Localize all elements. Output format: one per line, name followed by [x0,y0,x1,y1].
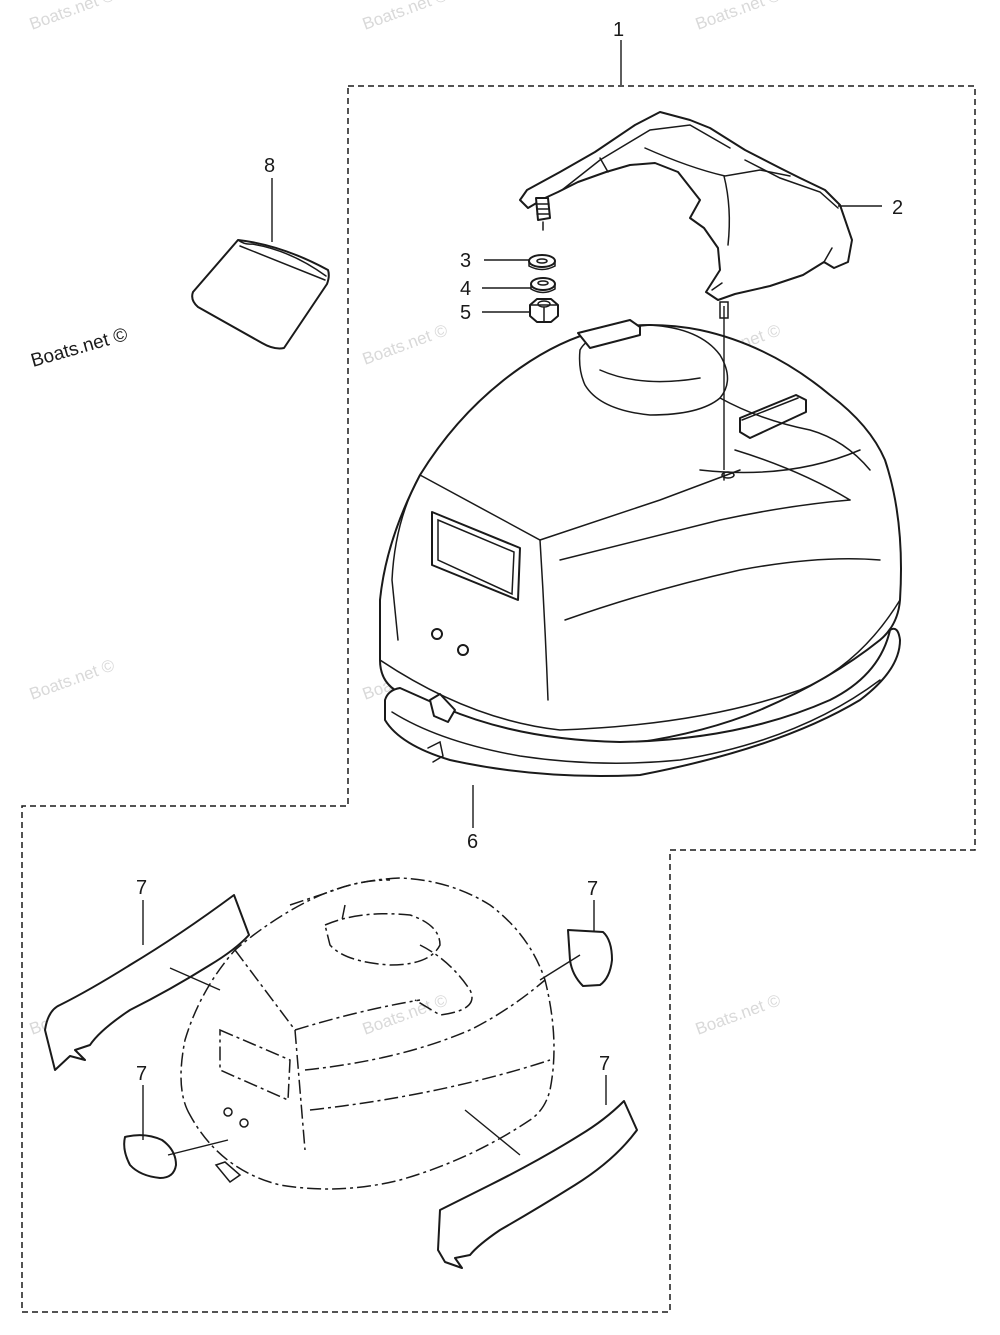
pad-part [191,239,330,350]
callout-leaders [142,40,882,1140]
callout-7-upper-right: 7 [587,878,598,900]
decal-lower-right-part [437,1100,638,1269]
callout-7-upper-left: 7 [136,877,147,899]
washer-a-part [528,254,556,271]
assembly-boundary [21,85,976,1313]
decal-upper-left-part [44,894,250,1071]
callout-labels: 1 2 3 4 5 6 7 7 7 7 8 [136,19,903,1085]
decal-lower-left-part [123,1134,229,1179]
watermark: Boats.net © [360,320,451,368]
credit-text: Boats.net © [29,324,130,372]
cowling-part [379,319,902,751]
callout-4: 4 [460,278,471,300]
decal-upper-right-part [539,929,613,987]
callout-5: 5 [460,302,471,324]
cover-stud [719,301,729,319]
watermark: Boats.net © [693,0,784,34]
watermark: Boats.net © [27,655,118,703]
callout-6: 6 [467,831,478,853]
washer-b-part [530,277,556,294]
watermark: Boats.net © [693,990,784,1038]
callout-3: 3 [460,250,471,272]
watermark: Boats.net © [360,990,451,1038]
callout-7-lower-right: 7 [599,1053,610,1075]
callout-8: 8 [264,155,275,177]
watermark: Boats.net © [27,0,118,34]
callout-1: 1 [613,19,624,41]
top-cover-part [519,111,853,301]
callout-2: 2 [892,197,903,219]
ghost-cowling [180,877,555,1190]
nut-part [529,298,559,323]
watermark: Boats.net © [360,0,451,34]
callout-7-lower-left: 7 [136,1063,147,1085]
seal-part [384,627,901,777]
